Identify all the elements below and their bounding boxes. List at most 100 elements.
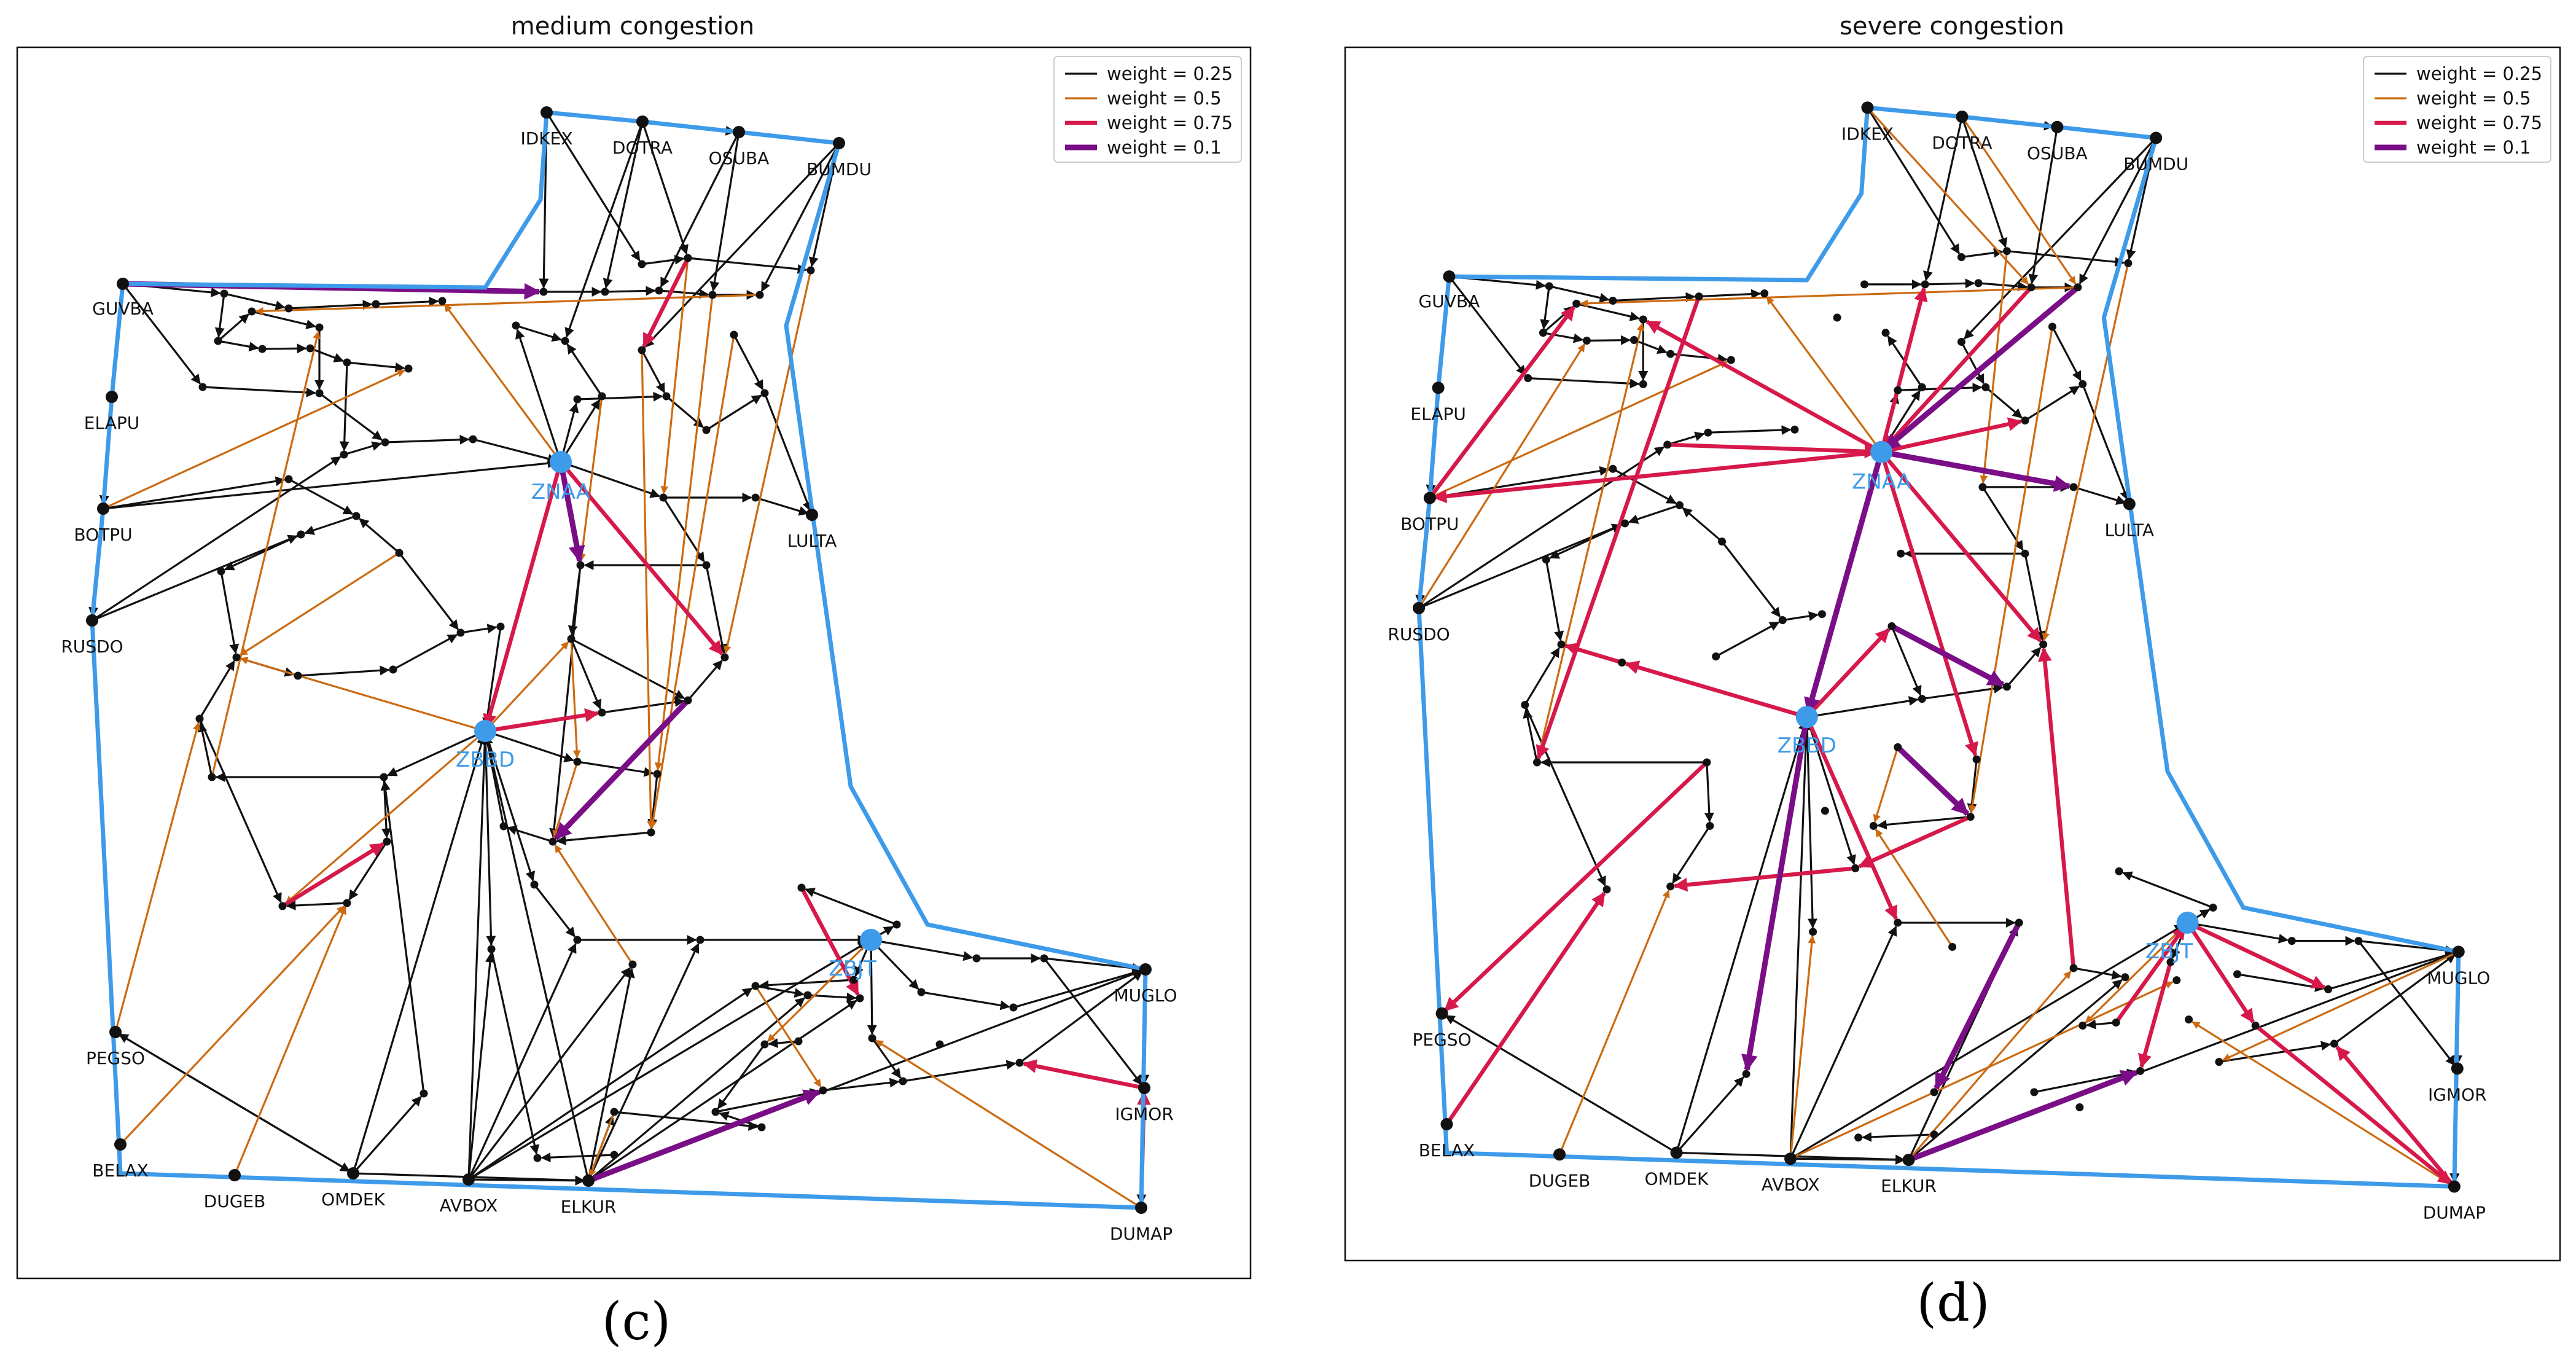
edge-w025 [507, 825, 553, 843]
edge-w075 [1805, 628, 1891, 719]
edge-w075 [1625, 660, 1808, 719]
junction-node [420, 1089, 428, 1098]
edge-w025 [217, 340, 259, 352]
zone-node-znaa [1870, 440, 1893, 463]
edge-w075 [2335, 1046, 2456, 1188]
named-node-botpu [97, 503, 109, 515]
edge-w075 [1536, 295, 1701, 760]
junction-node [1742, 1070, 1751, 1078]
junction-node [653, 770, 662, 778]
junction-node [702, 426, 711, 434]
edge-w025 [556, 831, 652, 845]
edge-w025 [1806, 696, 1919, 718]
edge-w025 [224, 292, 286, 311]
junction-node [2078, 380, 2087, 388]
edge-w025 [641, 350, 666, 394]
edge-w025 [467, 967, 631, 1180]
junction-node [198, 383, 207, 391]
edge-w025 [715, 1088, 820, 1113]
junction-node [684, 696, 692, 705]
node-label-igmor: IGMOR [2428, 1084, 2487, 1105]
edge-w05 [1968, 326, 2054, 814]
junction-node [1948, 942, 1957, 951]
edge-w01 [1907, 1070, 2138, 1163]
edge-w075 [281, 842, 384, 908]
edge-w05 [255, 294, 760, 315]
junction-node [1974, 279, 1983, 287]
node-label-elkur: ELKUR [561, 1197, 617, 1217]
edge-w025 [603, 121, 644, 289]
edge-w05 [1558, 890, 1670, 1155]
panel-title: severe congestion [1840, 12, 2064, 41]
junction-node [573, 936, 582, 944]
junction-node [1760, 289, 1769, 298]
junction-node [659, 493, 668, 502]
edge-w025 [1524, 704, 1606, 886]
edge-w025 [1704, 762, 1714, 823]
edge-w025 [1790, 1154, 1906, 1165]
edge-w025 [384, 434, 470, 445]
edge-w075 [1883, 286, 2033, 450]
junction-node [794, 1037, 803, 1046]
legend-label: weight = 0.1 [2416, 137, 2531, 158]
edge-w025 [1675, 720, 1808, 1153]
edge-w025 [2007, 250, 2125, 267]
edge-w075 [1432, 450, 1882, 504]
edge-w025 [220, 571, 240, 654]
node-label-botpu: BOTPU [74, 525, 132, 545]
edge-w025 [1876, 816, 1971, 830]
named-node-dugeb [1553, 1148, 1566, 1161]
junction-node [1533, 758, 1542, 767]
junction-node [1957, 253, 1965, 262]
edge-w025 [763, 393, 812, 512]
junction-node [1639, 315, 1647, 324]
junction-node [567, 635, 576, 643]
named-node-muglo [1139, 963, 1152, 976]
edge-w025 [921, 991, 1010, 1011]
edge-w025 [587, 942, 700, 1181]
edge-w025 [2051, 326, 2082, 381]
named-node-elkur [582, 1175, 595, 1187]
edge-w05 [654, 294, 714, 771]
edge-w025 [460, 624, 498, 634]
named-node-idkex [541, 106, 553, 119]
edge-w05 [2085, 921, 2188, 1023]
junction-node [380, 773, 388, 781]
named-node-pegso [1435, 1007, 1448, 1020]
edge-w025 [687, 257, 808, 274]
edge-w05 [1908, 971, 2072, 1161]
panel-title: medium congestion [511, 12, 754, 41]
edge-w075 [1564, 642, 1623, 665]
junction-node [760, 1040, 769, 1049]
edge-w025 [807, 992, 857, 1003]
junction-node [381, 438, 389, 447]
plot-frame [16, 46, 1252, 1280]
junction-node [232, 653, 241, 662]
junction-node [917, 988, 926, 996]
edge-w075 [1673, 866, 1856, 892]
edge-w025 [304, 515, 357, 535]
junction-node [487, 945, 496, 953]
junction-node [2030, 1088, 2039, 1097]
named-node-guvba [117, 278, 129, 290]
junction-node [533, 1154, 542, 1162]
edge-w01 [1934, 921, 2022, 1090]
edge-w025 [1545, 559, 1564, 641]
junction-node [352, 512, 361, 520]
edge-w075 [2254, 1023, 2453, 1186]
node-layer [86, 106, 1152, 1214]
edge-w025 [2328, 950, 2456, 990]
edge-w025 [1019, 971, 1143, 1064]
zone-label-zbjt: ZBJT [829, 956, 876, 981]
junction-node [383, 837, 391, 846]
junction-node [539, 287, 548, 296]
junction-node [2330, 1039, 2338, 1048]
junction-node [655, 286, 663, 295]
edge-w025 [2006, 647, 2042, 687]
junction-node [1666, 882, 1675, 891]
edge-w075 [485, 708, 599, 733]
junction-node [638, 260, 646, 268]
node-label-dugeb: DUGEB [204, 1191, 266, 1211]
edge-w075 [2037, 647, 2076, 969]
named-node-belax [114, 1138, 127, 1151]
